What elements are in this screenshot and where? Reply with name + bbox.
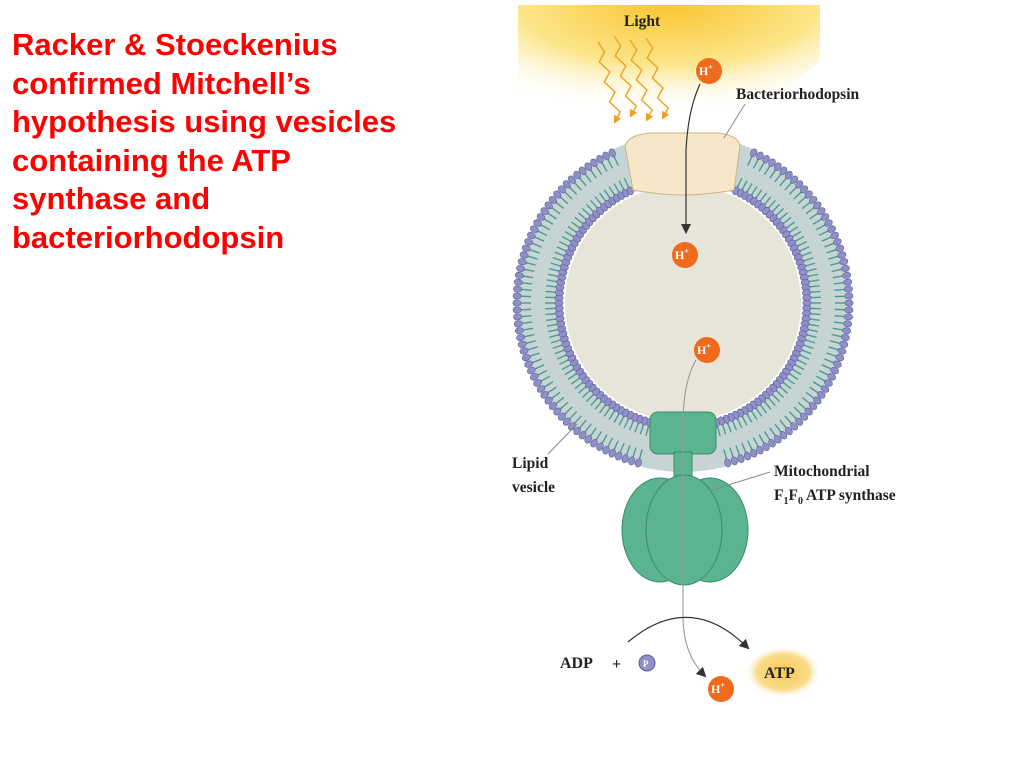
mito-label-line2: F1F0 ATP synthase	[774, 487, 896, 507]
proton-icon: H+	[694, 337, 720, 363]
bacteriorhodopsin-label: Bacteriorhodopsin	[736, 86, 860, 103]
lipid-label-line2: vesicle	[512, 479, 555, 496]
atp-reaction-arrow	[627, 616, 750, 650]
proton-arrow-out	[682, 359, 707, 678]
proton-icon: H+	[672, 242, 698, 268]
svg-text:P: P	[643, 659, 649, 669]
slide-title: Racker & Stoeckenius confirmed Mitchell’…	[12, 26, 532, 257]
mito-label-line1: Mitochondrial	[774, 463, 870, 480]
atp-glow	[745, 646, 821, 698]
svg-text:H+: H+	[675, 247, 689, 262]
title-line: containing the ATP	[12, 142, 291, 178]
title-line: bacteriorhodopsin	[12, 219, 285, 255]
adp-label: ADP	[560, 655, 593, 672]
vesicle-interior	[565, 185, 801, 421]
lipid-leader	[547, 423, 578, 455]
title-line: Racker & Stoeckenius	[12, 27, 338, 62]
plus-sign: +	[612, 656, 621, 673]
light-glow	[518, 5, 820, 126]
svg-text:H+: H+	[699, 63, 713, 78]
title-line: confirmed Mitchell’s	[12, 65, 311, 101]
phosphate-icon: P	[638, 654, 656, 672]
f1-subunit	[621, 474, 749, 586]
light-rays	[597, 35, 670, 124]
svg-text:H+: H+	[697, 342, 711, 357]
bacteriorhodopsin-leader	[723, 103, 746, 139]
proton-icon: H+	[696, 58, 722, 84]
light-label: Light	[624, 13, 661, 30]
mito-leader	[711, 471, 771, 491]
proton-icon: H+	[708, 676, 734, 702]
lipid-label-line1: Lipid	[512, 455, 549, 472]
title-line: hypothesis using vesicles	[12, 104, 397, 139]
title-line: synthase and	[12, 181, 211, 216]
proton-arrow-in	[681, 83, 701, 234]
bacteriorhodopsin-protein	[624, 132, 741, 196]
svg-text:H+: H+	[711, 681, 725, 696]
atp-label: ATP	[764, 665, 795, 682]
